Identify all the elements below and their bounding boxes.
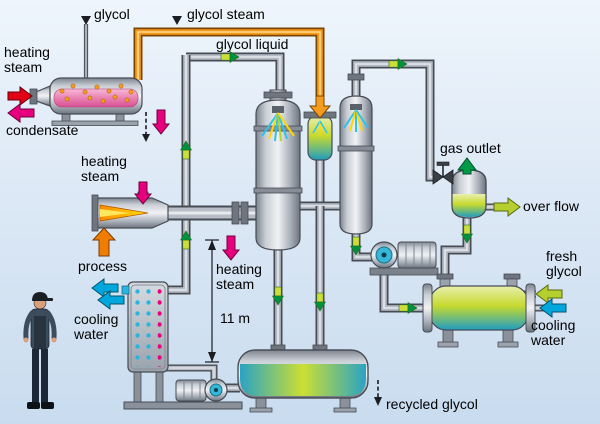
label-recycled-glycol: recycled glycol bbox=[386, 396, 478, 412]
recycled-glycol-arrow-icon bbox=[374, 380, 382, 406]
worker-figure bbox=[23, 292, 57, 409]
ejector-heating-steam-arrow-icon bbox=[133, 181, 153, 205]
process-arrow-icon bbox=[91, 227, 117, 257]
gas-outlet-arrow-icon bbox=[457, 157, 477, 175]
steam-ejector bbox=[91, 191, 256, 232]
recycled-glycol-drum bbox=[237, 344, 369, 413]
label-line: steam bbox=[4, 59, 43, 75]
label-line: glycol bbox=[546, 263, 582, 279]
flow-arrows bbox=[7, 16, 567, 406]
label-condensate: condensate bbox=[6, 122, 79, 138]
glycol-pump-right bbox=[369, 241, 439, 276]
spray-nozzle bbox=[272, 106, 284, 113]
label-cooling-water-left: cooling water bbox=[74, 312, 118, 342]
label-fresh-glycol: fresh glycol bbox=[546, 249, 582, 279]
label-gas-outlet: gas outlet bbox=[440, 140, 501, 156]
label-line: heating bbox=[216, 261, 262, 277]
column-heating-steam-arrow-icon bbox=[221, 235, 241, 261]
label-heating-steam-column: heating steam bbox=[216, 262, 262, 292]
cooling-water-right-arrow-icon bbox=[539, 298, 567, 318]
gas-separator bbox=[451, 169, 487, 219]
still-column-main bbox=[253, 89, 303, 251]
spray-lines bbox=[343, 109, 369, 132]
evaporator-blowdown-arrow-icon bbox=[151, 109, 171, 135]
height-dimension bbox=[205, 239, 219, 363]
label-column-height: 11 m bbox=[220, 310, 251, 326]
gas-separator-valve bbox=[432, 161, 454, 185]
label-line: cooling bbox=[531, 317, 576, 333]
spray-lines bbox=[312, 120, 328, 135]
cooling-water-nozzle bbox=[121, 285, 130, 295]
glycol-steam-inlet-arrow-icon bbox=[308, 95, 332, 119]
spray-nozzle bbox=[350, 104, 362, 110]
condensate-arrow-icon bbox=[7, 103, 35, 123]
glycol-cooler bbox=[422, 273, 536, 348]
label-line: cooling bbox=[74, 311, 119, 327]
label-line: water bbox=[74, 326, 109, 342]
label-line: fresh bbox=[546, 248, 578, 264]
label-line: water bbox=[531, 332, 566, 348]
label-line: steam bbox=[81, 168, 120, 184]
plate-heat-exchanger bbox=[121, 281, 243, 410]
label-cooling-water-right: cooling water bbox=[531, 318, 575, 348]
label-line: heating bbox=[81, 153, 127, 169]
cooling-water-arrow-icon bbox=[91, 278, 119, 298]
label-heating-steam-ejector: heating steam bbox=[81, 154, 127, 184]
still-column-second bbox=[337, 73, 375, 235]
overflow-arrow-icon bbox=[493, 197, 521, 217]
glycol-pump-bottom bbox=[175, 378, 228, 402]
label-glycol-liquid: glycol liquid bbox=[216, 36, 289, 52]
label-over-flow: over flow bbox=[523, 198, 580, 214]
cooling-water-arrow-icon bbox=[97, 290, 125, 310]
evaporator-drain-arrow-icon bbox=[142, 112, 150, 142]
condenser-vessel bbox=[303, 111, 337, 161]
label-line: heating bbox=[4, 44, 50, 60]
boiling-glycol-droplets bbox=[59, 83, 134, 104]
glycol-evaporator bbox=[29, 77, 143, 126]
label-heating-steam-evaporator: heating steam bbox=[4, 45, 50, 75]
label-glycol-steam: glycol steam bbox=[187, 6, 265, 22]
label-glycol: glycol bbox=[94, 6, 130, 22]
heating-steam-arrow-icon bbox=[7, 86, 33, 106]
label-line: steam bbox=[216, 276, 255, 292]
label-process: process bbox=[78, 258, 128, 274]
fresh-glycol-arrow-icon bbox=[535, 284, 563, 304]
glycol-steam-feed-marker-icon bbox=[172, 16, 182, 25]
spray-lines bbox=[261, 112, 295, 142]
glycol-feed-marker-icon bbox=[81, 16, 91, 25]
